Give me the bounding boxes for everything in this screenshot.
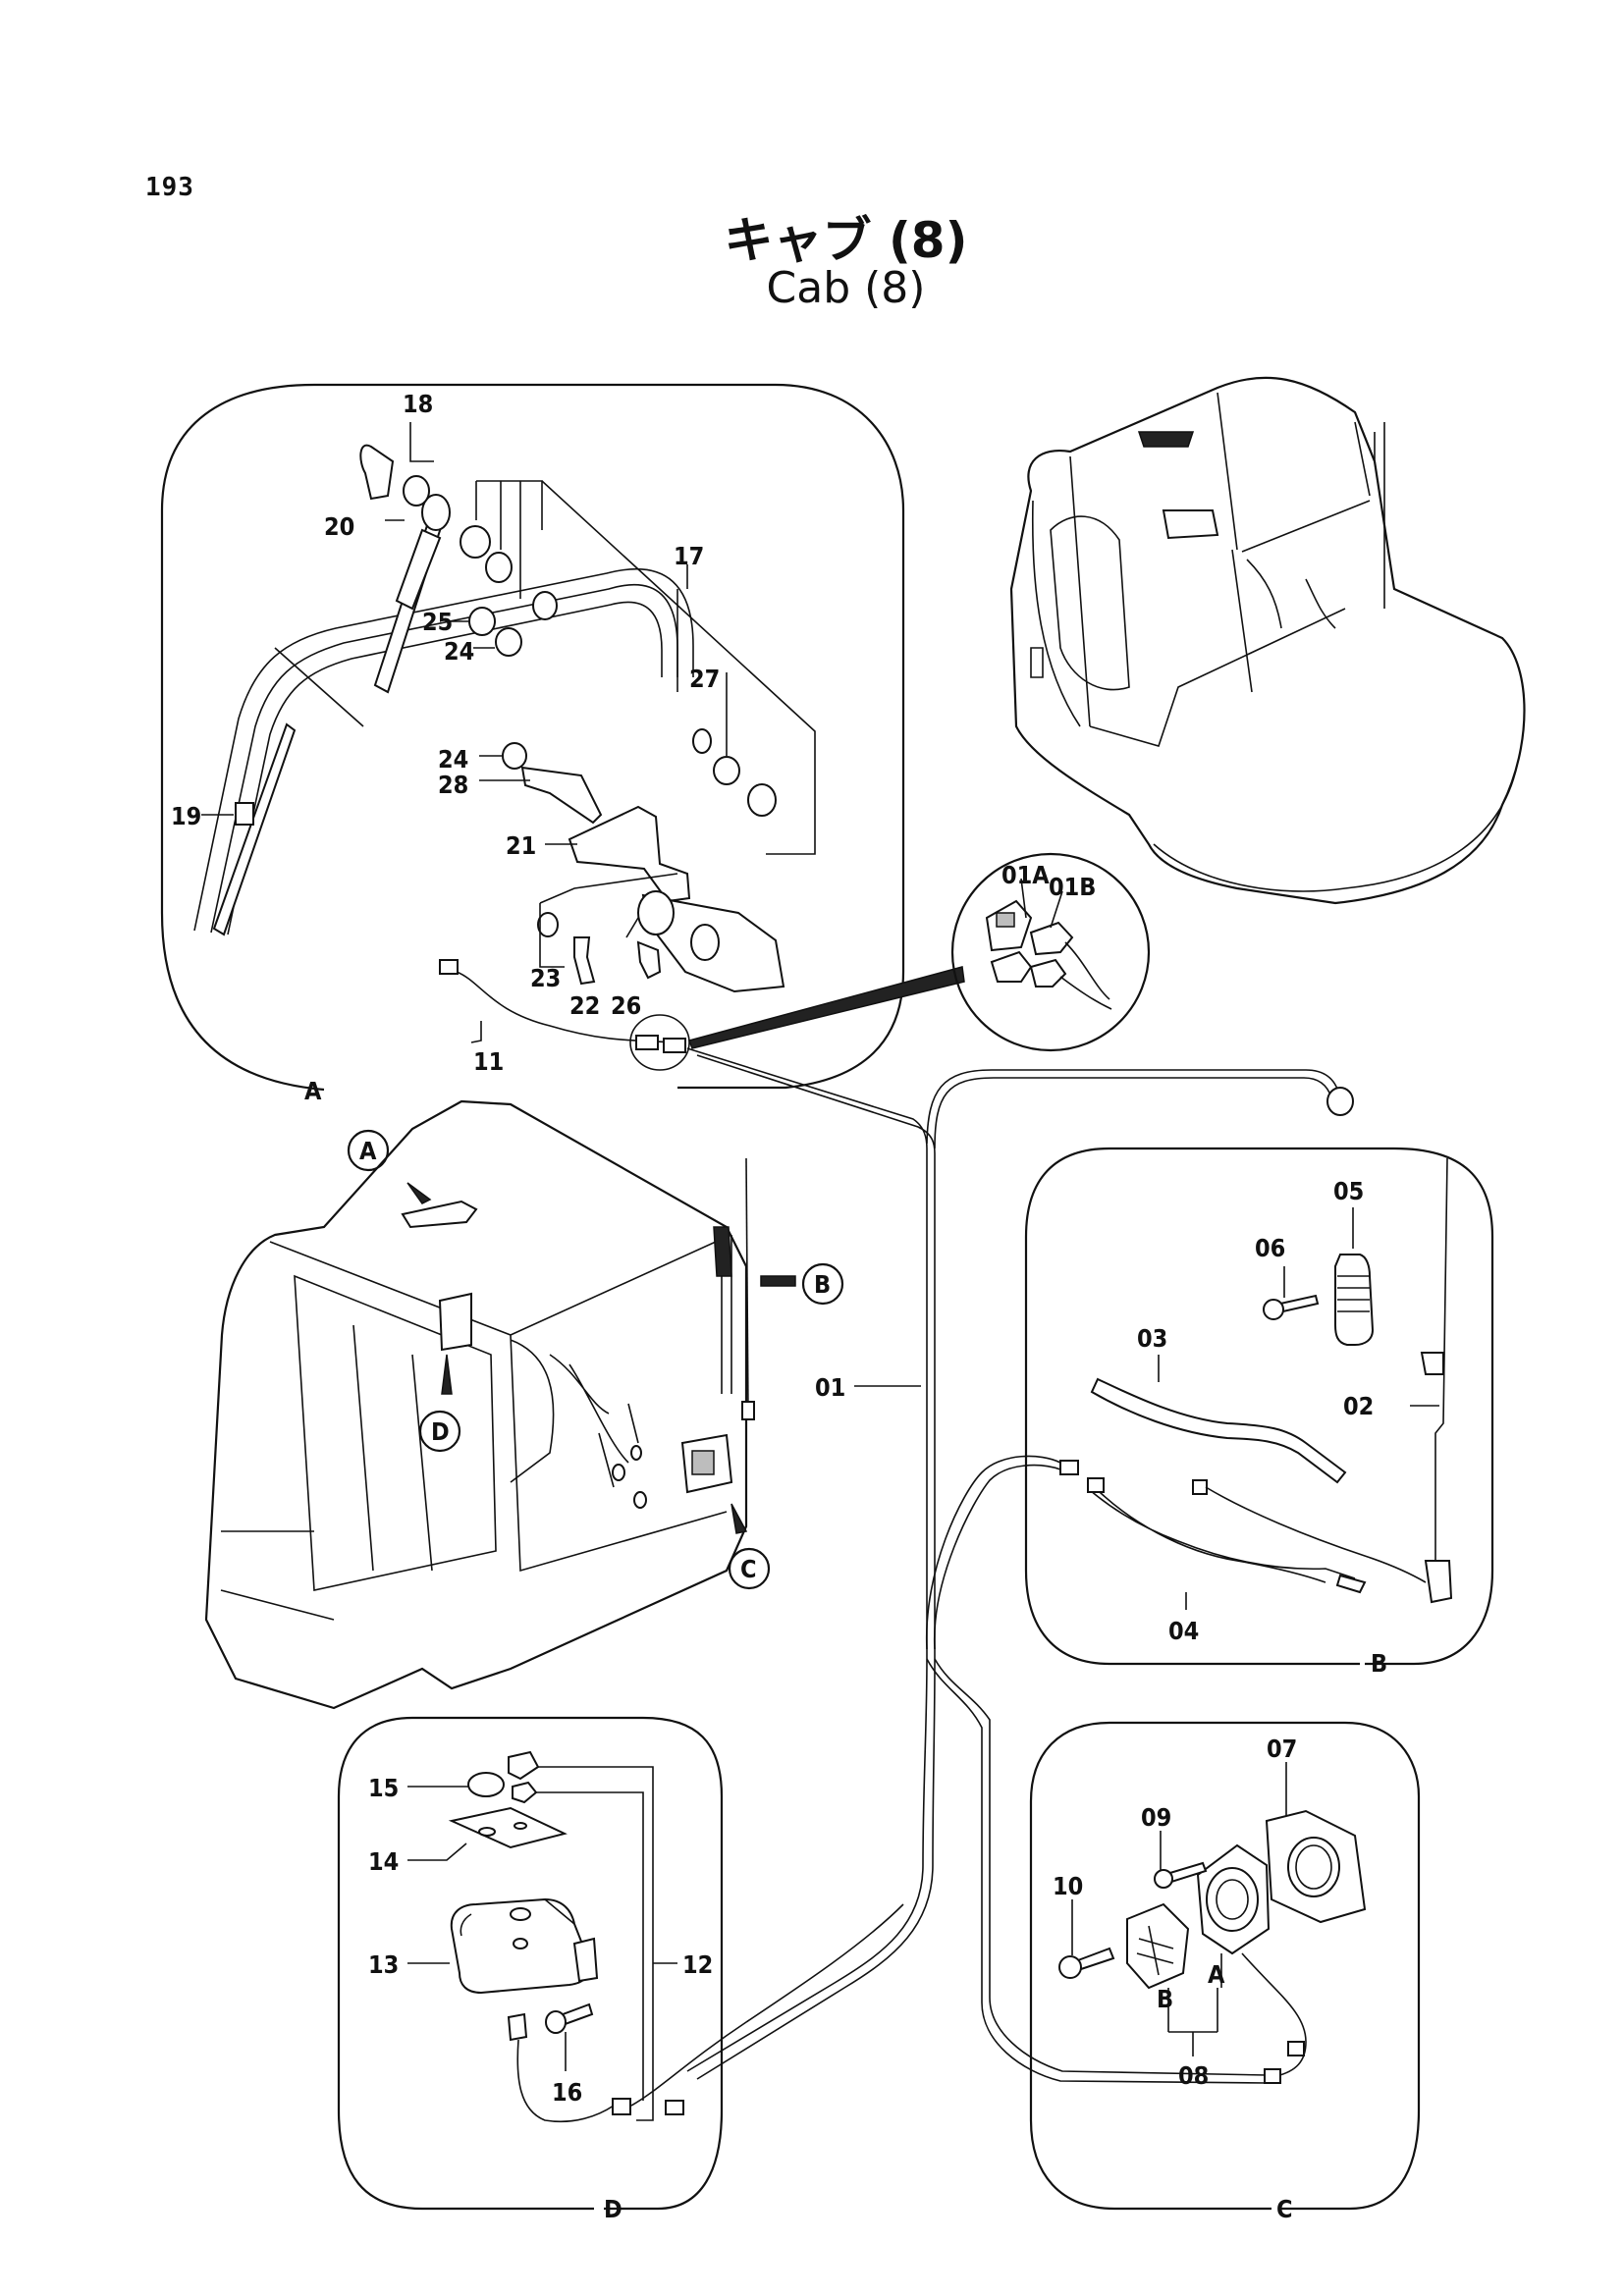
main-harness-01 (665, 1047, 1354, 2115)
callout-a (347, 1129, 390, 1172)
washer-right (532, 591, 558, 620)
bolt-22 (573, 936, 596, 986)
detail-d-parts (448, 1750, 904, 2123)
callout-b (801, 1262, 844, 1306)
part-label-15: 15 (368, 1774, 399, 1802)
part-label-07: 07 (1267, 1735, 1297, 1763)
harness-04 (1089, 1489, 1356, 1583)
page-title-english: Cab (8) (766, 263, 926, 313)
harness-01-connector-b (1059, 1460, 1079, 1475)
grille-b (1126, 1902, 1190, 1990)
part-label-01b: 01B (1049, 873, 1096, 901)
connector-zoom (688, 852, 1151, 1052)
nut-20 (403, 475, 430, 507)
part-label-16: 16 (552, 2078, 582, 2107)
part-label-05: 05 (1333, 1177, 1364, 1205)
part-label-14: 14 (368, 1847, 399, 1876)
part-label-18: 18 (403, 390, 433, 418)
detail-d-frame (337, 1716, 724, 2211)
oring-27 (692, 728, 712, 754)
bolt-26 (636, 940, 662, 980)
cab-frame-curve-inner (227, 601, 663, 935)
grommet-right-1 (713, 756, 740, 785)
part-label-13: 13 (368, 1950, 399, 1979)
detail-label-c: C (1276, 2195, 1293, 2223)
part-label-08-b: B (1157, 1985, 1173, 2013)
callout-c-label: C (740, 1555, 757, 1583)
part-label-01a: 01A (1001, 861, 1050, 889)
harness-11-wire (456, 971, 678, 1043)
harness-11-connector-mid (635, 1035, 659, 1050)
callout-d-label: D (431, 1417, 450, 1446)
part-label-10: 10 (1053, 1872, 1083, 1900)
part-label-12: 12 (682, 1950, 713, 1979)
nut-upper (485, 552, 513, 583)
grommet-right-2 (747, 783, 777, 817)
cap-15 (467, 1772, 505, 1797)
washer-23 (537, 912, 559, 937)
part-label-06: 06 (1255, 1234, 1285, 1262)
cab-main-view (204, 1099, 796, 1710)
part-label-22: 22 (569, 991, 600, 1020)
wiper-blade (212, 722, 297, 936)
part-label-03: 03 (1137, 1324, 1167, 1353)
nut-24-upper (495, 627, 522, 657)
callout-b-label: B (814, 1270, 831, 1299)
part-label-23: 23 (530, 964, 561, 992)
detail-label-d: D (604, 2195, 622, 2223)
nut-25 (468, 607, 496, 636)
callout-d (418, 1410, 461, 1453)
part-label-09: 09 (1141, 1803, 1171, 1832)
callout-a-label: A (359, 1137, 377, 1165)
detail-a-wiper-group (160, 383, 905, 1092)
part-label-17: 17 (674, 542, 704, 570)
part-label-01: 01 (815, 1373, 845, 1402)
detail-b-parts (1087, 1157, 1453, 1604)
part-label-21: 21 (506, 831, 536, 860)
page-number: 193 (145, 173, 194, 202)
part-label-11: 11 (473, 1047, 504, 1076)
nut-24-lower (502, 742, 527, 770)
callout-c (728, 1547, 771, 1590)
part-label-19: 19 (171, 802, 201, 830)
part-label-24-lower: 24 (438, 745, 468, 774)
part-label-08-a: A (1208, 1960, 1225, 1989)
part-label-28: 28 (438, 771, 468, 799)
bracket-28 (520, 766, 603, 825)
detail-label-a: A (304, 1077, 322, 1105)
washer-upper (460, 525, 491, 559)
harness-11-connector-right (663, 1038, 686, 1053)
part-label-26: 26 (611, 991, 641, 1020)
harness-11-connector-left (439, 959, 459, 975)
detail-c-parts (1058, 1809, 1367, 2084)
excavator-overview (1009, 376, 1526, 905)
part-label-02: 02 (1343, 1392, 1374, 1420)
detail-a-frame (160, 383, 905, 1092)
tube-03 (1090, 1377, 1347, 1484)
part-label-25: 25 (422, 608, 453, 636)
page-title-japanese: キャブ (8) (724, 212, 968, 269)
wiper-motor (637, 890, 785, 993)
link-21 (568, 805, 691, 903)
nut-top (512, 1781, 538, 1804)
knob-top (508, 1750, 540, 1781)
part-label-04: 04 (1168, 1617, 1199, 1645)
detail-c-frame (1029, 1721, 1421, 2211)
plate-14 (448, 1806, 568, 1849)
antenna-02 (1434, 1157, 1448, 1571)
detail-label-b: B (1371, 1649, 1387, 1678)
wiper-arm (359, 444, 451, 694)
part-label-27: 27 (689, 665, 720, 693)
detail-b-frame (1024, 1147, 1494, 1666)
part-label-20: 20 (324, 512, 354, 541)
cab-frame-curve-outer (193, 568, 694, 932)
part-label-08: 08 (1178, 2061, 1209, 2090)
harness-01-connector-d (665, 2100, 684, 2115)
part-label-24-upper: 24 (444, 637, 474, 666)
